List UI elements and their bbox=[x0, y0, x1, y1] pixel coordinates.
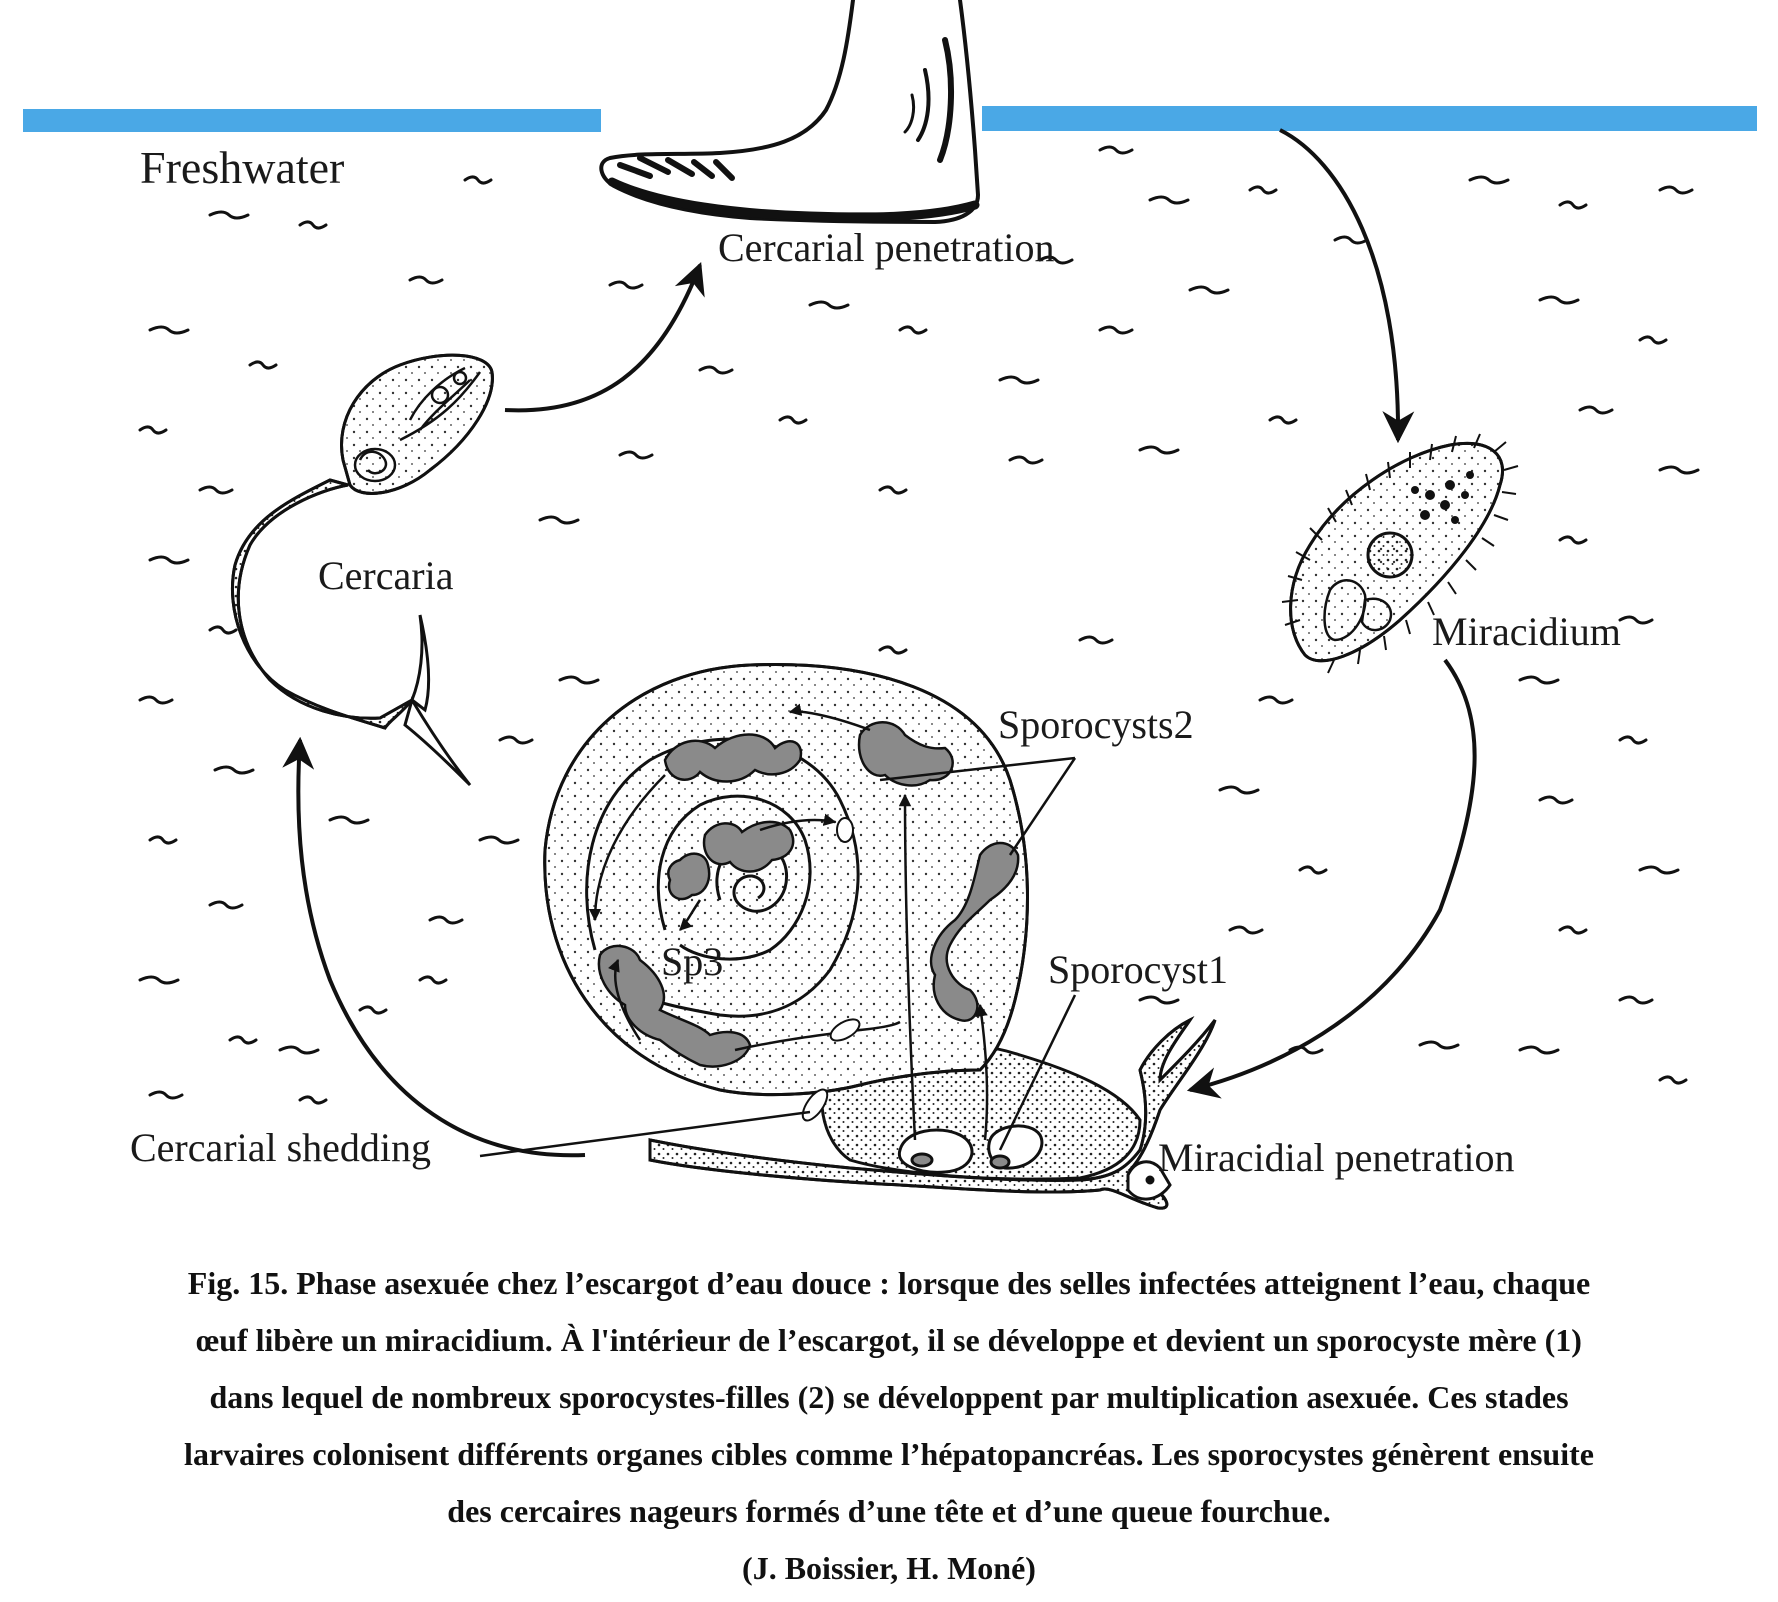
water-ripple bbox=[408, 275, 444, 285]
leader-lines bbox=[479, 756, 1077, 1158]
label-sp3: Sp3 bbox=[661, 939, 724, 984]
water-ripple bbox=[1008, 455, 1044, 465]
water-ripple bbox=[1518, 1045, 1560, 1055]
water-ripple bbox=[1298, 865, 1328, 875]
water-ripple bbox=[208, 900, 244, 910]
water-ripple bbox=[1248, 185, 1278, 195]
water-ripple bbox=[778, 415, 808, 425]
water-ripple bbox=[213, 765, 255, 775]
water-ripple bbox=[898, 325, 928, 335]
water-ripple bbox=[418, 975, 448, 985]
arrow-to-foot bbox=[504, 262, 705, 413]
water-ripple bbox=[1258, 695, 1294, 705]
water-ripple bbox=[1538, 295, 1580, 305]
water-ripple bbox=[298, 220, 328, 230]
water-ripple bbox=[208, 210, 250, 220]
water-ripple bbox=[1518, 675, 1560, 685]
label-miracidium: Miracidium bbox=[1432, 609, 1621, 654]
caption-credit: (J. Boissier, H. Moné) bbox=[742, 1550, 1036, 1586]
label-miracidial-penetration: Miracidial penetration bbox=[1158, 1135, 1515, 1180]
water-ripple bbox=[1468, 175, 1510, 185]
water-surface bbox=[23, 106, 1757, 132]
water-ripple bbox=[1038, 255, 1074, 265]
water-ripple bbox=[1618, 995, 1654, 1005]
label-cercarial-shedding: Cercarial shedding bbox=[130, 1125, 431, 1170]
water-ripple bbox=[248, 360, 278, 370]
arrow-to-miracidium bbox=[1279, 128, 1415, 444]
water-ripple bbox=[1098, 325, 1134, 335]
human-foot-icon bbox=[599, 0, 981, 225]
water-ripple bbox=[1618, 615, 1654, 625]
water-ripple bbox=[1658, 185, 1694, 195]
water-ripple bbox=[138, 695, 174, 705]
water-ripple bbox=[1638, 865, 1680, 875]
water-ripple bbox=[558, 675, 600, 685]
cercaria-icon bbox=[230, 353, 494, 787]
water-ripple bbox=[198, 485, 234, 495]
caption-line: larvaires colonisent différents organes … bbox=[184, 1436, 1594, 1472]
label-cercaria: Cercaria bbox=[318, 553, 454, 598]
miracidium-entry-icon bbox=[1126, 1160, 1172, 1201]
water-ripple bbox=[698, 365, 734, 375]
caption-line: des cercaires nageurs formés d’une tête … bbox=[447, 1493, 1331, 1529]
water-ripple bbox=[463, 175, 493, 185]
diagram-canvas bbox=[23, 0, 1757, 1210]
water-ripple bbox=[358, 1005, 388, 1015]
water-ripple bbox=[1098, 145, 1134, 155]
water-ripple bbox=[1558, 200, 1588, 210]
water-ripple bbox=[1418, 1040, 1460, 1050]
water-ripple bbox=[1218, 785, 1260, 795]
water-ripple bbox=[1138, 995, 1180, 1005]
water-ripple bbox=[1558, 535, 1588, 545]
caption-line: Fig. 15. Phase asexuée chez l’escargot d… bbox=[187, 1265, 1591, 1301]
water-ripple bbox=[1148, 195, 1190, 205]
water-ripple bbox=[428, 915, 464, 925]
water-ripple bbox=[228, 1035, 258, 1045]
label-sporocysts2: Sporocysts2 bbox=[998, 702, 1194, 747]
arrow-to-snail bbox=[1186, 658, 1477, 1099]
water-ripple bbox=[878, 485, 908, 495]
water-ripple bbox=[1558, 925, 1588, 935]
water-ripple bbox=[1658, 465, 1700, 475]
water-ripple bbox=[1538, 795, 1574, 805]
water-ripple bbox=[148, 1090, 184, 1100]
water-ripple bbox=[1188, 285, 1230, 295]
water-ripple bbox=[1078, 635, 1114, 645]
water-ripple bbox=[1658, 1075, 1688, 1085]
cycle-arrows bbox=[282, 128, 1477, 1158]
water-ripple bbox=[1618, 735, 1648, 745]
water-ripple bbox=[618, 450, 654, 460]
label-sporocyst1: Sporocyst1 bbox=[1048, 947, 1228, 992]
water-ripple bbox=[608, 280, 644, 290]
water-ripple bbox=[1138, 445, 1180, 455]
water-ripple bbox=[498, 735, 534, 745]
water-ripple bbox=[1228, 925, 1264, 935]
water-ripple bbox=[538, 515, 580, 525]
life-cycle-diagram: Freshwater Cercarial penetration Cercari… bbox=[23, 0, 1757, 1210]
label-freshwater: Freshwater bbox=[140, 142, 345, 193]
arrow-to-cercaria bbox=[282, 736, 586, 1158]
water-ripple bbox=[148, 325, 190, 335]
water-ripple bbox=[138, 975, 180, 985]
water-ripple bbox=[148, 835, 178, 845]
caption-line: dans lequel de nombreux sporocystes-fill… bbox=[209, 1379, 1569, 1415]
water-ripple bbox=[878, 645, 908, 655]
figure-caption: Fig. 15. Phase asexuée chez l’escargot d… bbox=[30, 1255, 1748, 1597]
water-ripple bbox=[328, 815, 370, 825]
water-ripple bbox=[148, 555, 190, 565]
label-cercarial-penetration: Cercarial penetration bbox=[718, 225, 1055, 270]
water-ripple bbox=[1638, 335, 1668, 345]
water-ripple bbox=[808, 300, 850, 310]
water-ripple bbox=[478, 835, 520, 845]
water-ripple bbox=[278, 1045, 320, 1055]
caption-line: œuf libère un miracidium. À l'intérieur … bbox=[196, 1322, 1582, 1358]
water-ripple bbox=[298, 1095, 328, 1105]
water-ripple bbox=[1268, 415, 1298, 425]
water-ripple bbox=[1333, 235, 1369, 245]
water-ripple bbox=[998, 375, 1040, 385]
water-ripple bbox=[1578, 405, 1614, 415]
water-ripple bbox=[208, 625, 238, 635]
miracidium-icon bbox=[1281, 433, 1519, 674]
water-ripple bbox=[138, 425, 168, 435]
